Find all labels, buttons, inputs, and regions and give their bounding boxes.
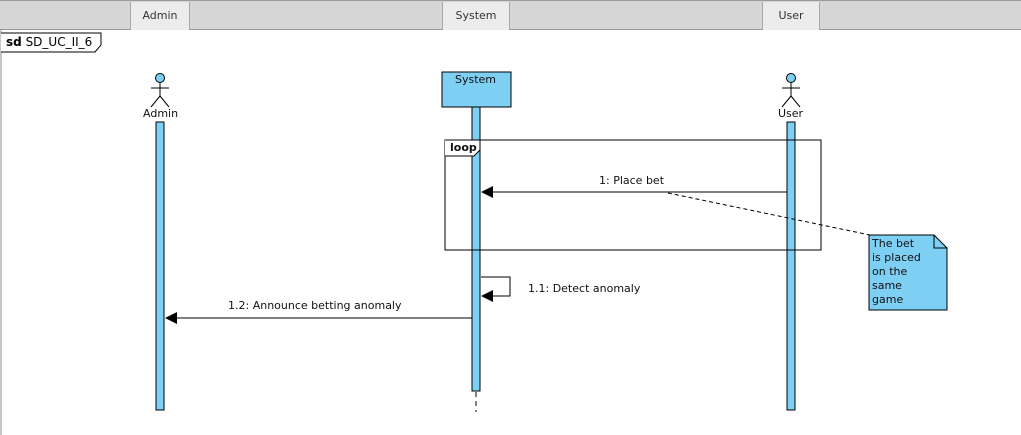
note-connector <box>667 192 871 236</box>
system-lifeline-label: System <box>455 73 497 86</box>
admin-lifeline-label: Admin <box>143 107 179 120</box>
message-announce-arrowhead <box>165 312 177 324</box>
note-text: The bet is placed on the same game <box>872 237 921 306</box>
admin-actor-icon[interactable] <box>150 73 170 108</box>
loop-fragment-tab <box>445 139 481 157</box>
user-actor-icon[interactable] <box>781 73 801 108</box>
loop-fragment-operator: loop <box>450 141 477 154</box>
note-fold <box>933 235 947 249</box>
message-place-bet-label: 1: Place bet <box>599 174 665 187</box>
message-detect-anomaly-line[interactable] <box>481 276 511 297</box>
message-detect-anomaly-label: 1.1: Detect anomaly <box>528 282 641 295</box>
frame-tab <box>1 32 102 53</box>
message-detect-anomaly-arrowhead <box>481 290 493 302</box>
frame-keyword: sd <box>6 35 22 49</box>
admin-activation-bar[interactable] <box>155 121 165 411</box>
note-shape[interactable] <box>868 234 948 311</box>
header-tab-admin-label: Admin <box>142 9 178 22</box>
loop-fragment[interactable] <box>444 139 822 251</box>
user-lifeline-label: User <box>778 107 804 120</box>
header-tab-system-label: System <box>455 9 497 22</box>
user-activation-bar[interactable] <box>786 121 796 411</box>
system-activation-bar[interactable] <box>471 106 481 392</box>
message-announce-label: 1.2: Announce betting anomaly <box>228 299 402 312</box>
lifeline-header-strip: Admin System User <box>0 0 1021 30</box>
header-tab-user[interactable]: User <box>762 2 820 30</box>
frame-label: sd SD_UC_II_6 <box>6 35 92 49</box>
message-place-bet-arrowhead <box>481 186 493 198</box>
system-lifeline-head[interactable] <box>441 71 512 108</box>
header-tab-admin[interactable]: Admin <box>130 2 190 30</box>
frame-name: SD_UC_II_6 <box>25 35 93 49</box>
header-tab-user-label: User <box>778 9 804 22</box>
header-tab-system[interactable]: System <box>442 2 510 30</box>
